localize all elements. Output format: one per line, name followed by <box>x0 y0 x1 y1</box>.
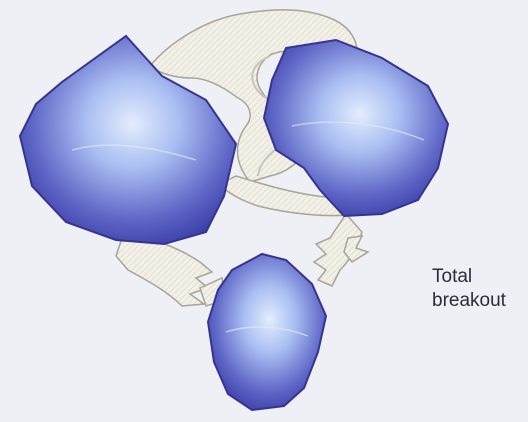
lower-block <box>208 254 326 410</box>
caption-line-1: Total <box>432 265 524 289</box>
caption-line-2: breakout <box>432 289 524 313</box>
breakout-caption: Total breakout <box>432 265 524 313</box>
upper-right-block <box>264 40 448 216</box>
